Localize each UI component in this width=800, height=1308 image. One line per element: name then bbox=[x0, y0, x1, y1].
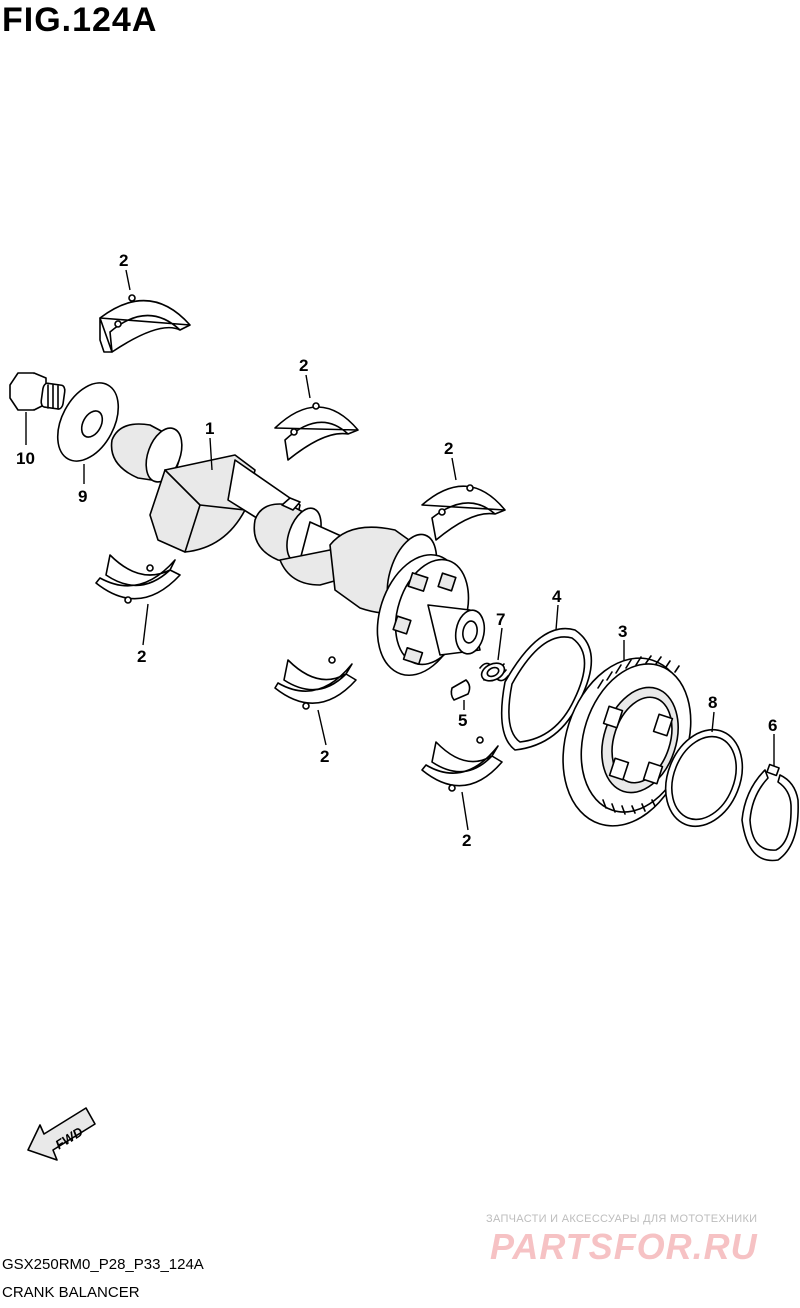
callout-8: 8 bbox=[708, 693, 717, 712]
balancer-gear[interactable] bbox=[542, 642, 709, 843]
callout-2-upper-middle: 2 bbox=[299, 356, 308, 375]
bearing-shell-upper-left[interactable] bbox=[99, 294, 191, 353]
diagram-code: GSX250RM0_P28_P33_124A bbox=[2, 1256, 204, 1273]
washer[interactable] bbox=[45, 373, 130, 472]
callout-9: 9 bbox=[78, 487, 87, 506]
callout-10: 10 bbox=[16, 449, 35, 468]
callout-6: 6 bbox=[768, 716, 777, 735]
bearing-shell-upper-right[interactable] bbox=[421, 484, 506, 541]
callout-2-lower-right: 2 bbox=[462, 831, 471, 850]
bolt[interactable] bbox=[9, 372, 66, 411]
bearing-shell-lower-right[interactable] bbox=[421, 736, 503, 792]
callout-5: 5 bbox=[458, 711, 467, 730]
figure-title: FIG.124A bbox=[2, 1, 158, 39]
bearing-shell-lower-left[interactable] bbox=[95, 554, 181, 604]
circlip[interactable] bbox=[741, 763, 799, 862]
fwd-arrow-icon: FWD bbox=[27, 1107, 96, 1161]
bearing-shell-lower-middle[interactable] bbox=[274, 656, 357, 710]
bearing-shell-upper-middle[interactable] bbox=[274, 402, 359, 461]
watermark-caption: ЗАПЧАСТИ И АКСЕССУАРЫ ДЛЯ МОТОТЕХНИКИ bbox=[486, 1213, 758, 1225]
callout-2-lower-middle: 2 bbox=[320, 747, 329, 766]
balancer-shaft[interactable] bbox=[110, 423, 488, 686]
callout-2-top: 2 bbox=[119, 251, 128, 270]
callout-1: 1 bbox=[205, 419, 214, 438]
callout-3: 3 bbox=[618, 622, 627, 641]
callout-4: 4 bbox=[552, 587, 562, 606]
diagram-name: CRANK BALANCER bbox=[2, 1284, 140, 1301]
callout-2-lower-left: 2 bbox=[137, 647, 146, 666]
thrust-washer[interactable] bbox=[652, 718, 756, 838]
callout-7: 7 bbox=[496, 610, 505, 629]
spring[interactable] bbox=[479, 660, 509, 685]
pin[interactable] bbox=[450, 679, 471, 701]
watermark-logo: PARTSFOR.RU bbox=[490, 1226, 758, 1267]
callout-2-upper-right: 2 bbox=[444, 439, 453, 458]
